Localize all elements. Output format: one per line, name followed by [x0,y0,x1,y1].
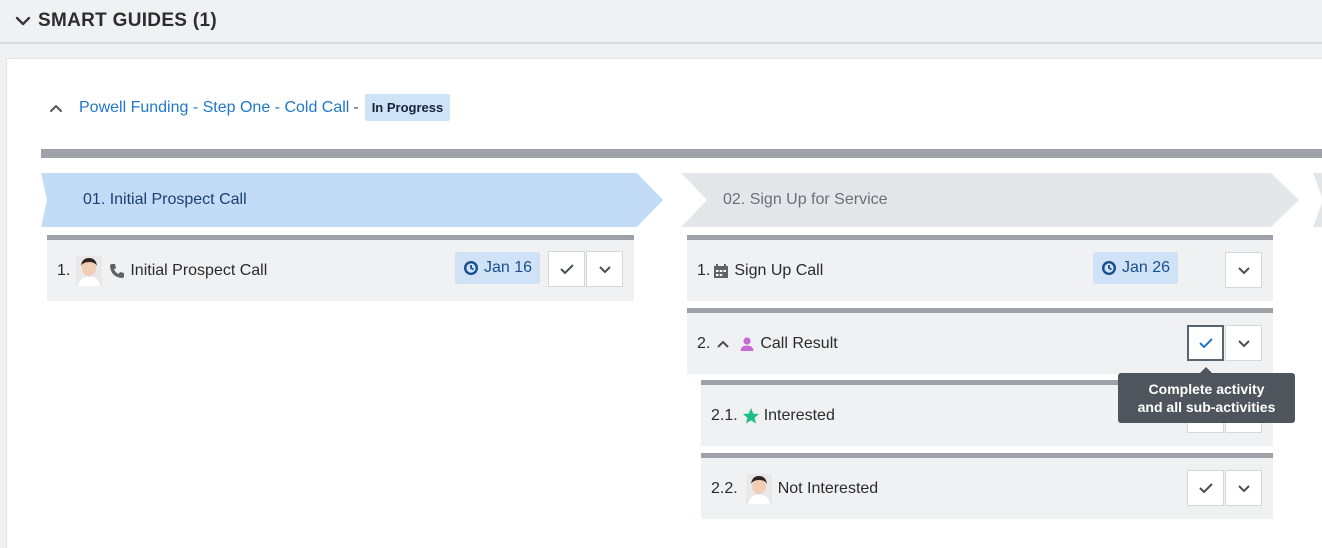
check-icon [1198,483,1213,494]
tooltip-line-1: Complete activity [1148,381,1265,397]
chevron-down-icon [1237,267,1250,275]
stage-label: 01. Initial Prospect Call [83,191,247,208]
chevron-down-icon [1237,340,1250,348]
check-icon [1198,338,1213,349]
activity-menu-button[interactable] [586,251,623,287]
activity-number: 2.1. [711,406,738,424]
activity-label: Sign Up Call [734,261,824,279]
guide-separator: - [353,98,359,116]
complete-button[interactable] [1187,470,1224,506]
activity-label: Call Result [760,334,838,352]
activity-number: 1. [697,261,711,279]
guide-header: Powell Funding - Step One - Cold Call - … [49,94,451,121]
avatar [745,473,772,504]
avatar [76,255,103,286]
star-icon [742,407,760,425]
stage-initial-prospect-call[interactable]: 01. Initial Prospect Call [41,173,663,227]
activity-menu-button[interactable] [1225,470,1262,506]
subactivity-row: 2.2. Not Interested [701,453,1273,519]
activity-menu-button[interactable] [1225,325,1262,361]
activity-number: 2. [697,334,711,352]
section-title: SMART GUIDES (1) [38,10,217,31]
tooltip-line-2: and all sub-activities [1137,399,1276,415]
calendar-icon [712,262,730,280]
activity-menu-button[interactable] [1225,252,1262,288]
due-date: Jan 16 [484,259,533,276]
complete-button[interactable] [1187,325,1224,361]
stage-label: 02. Sign Up for Service [723,191,888,208]
stage-next-partial [1313,173,1322,227]
chevron-down-icon [598,266,611,274]
guide-progress-bar [41,149,1322,158]
person-icon [738,335,756,353]
activity-label: Interested [763,406,835,424]
check-icon [559,264,574,275]
clock-icon [1102,261,1116,275]
activity-number: 1. [57,261,71,279]
chevron-down-icon [1237,485,1250,493]
complete-tooltip: Complete activity and all sub-activities [1118,367,1295,423]
chevron-up-icon[interactable] [714,335,732,353]
activity-row: 1. Sign Up Call Jan 26 [687,235,1273,301]
guide-name-link[interactable]: Powell Funding - Step One - Cold Call [79,98,350,116]
due-date-badge[interactable]: Jan 26 [1093,252,1179,284]
chevron-up-icon[interactable] [49,99,67,117]
activity-row: 1. Initial Prospect Call Jan 16 [47,235,634,301]
phone-icon [108,262,126,280]
stage-sign-up-for-service[interactable]: 02. Sign Up for Service [681,173,1301,227]
activity-number: 2.2. [711,479,738,497]
complete-button[interactable] [548,251,585,287]
tooltip-arrow [1200,367,1212,373]
due-date: Jan 26 [1122,259,1171,276]
due-date-badge[interactable]: Jan 16 [455,252,541,284]
smart-guide-panel: Powell Funding - Step One - Cold Call - … [6,58,1322,548]
chevron-down-icon[interactable] [12,10,34,32]
status-badge: In Progress [364,94,451,121]
activity-label: Initial Prospect Call [130,261,268,279]
smart-guides-header[interactable]: SMART GUIDES (1) [0,0,1322,44]
activity-row: 2. Call Result [687,308,1273,374]
activity-label: Not Interested [777,479,879,497]
clock-icon [464,261,478,275]
